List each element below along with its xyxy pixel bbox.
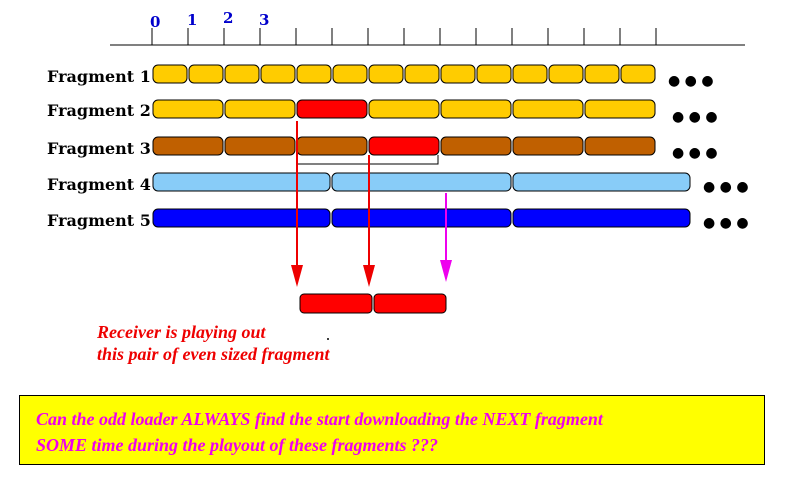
fragment-3-segment-7 [584,136,656,156]
continuation-dots-1: ● ● ● [668,73,714,89]
tick-label-1: 1 [187,11,197,29]
arrow-magenta-head [440,260,452,282]
continuation-dots-4: ● ● ● [703,179,749,195]
fragment-2-segment-5 [440,99,512,119]
continuation-dots-5: ● ● ● [703,215,749,231]
fragment-2-segment-3 [296,99,368,119]
fragment-4-segment-2 [331,172,512,192]
fragment-1-segment-5 [296,64,332,84]
fragment-1-segment-11 [512,64,548,84]
fragment-5-segment-3 [512,208,691,228]
tick-label-3: 3 [259,11,269,29]
fragment-5-segment-2 [331,208,512,228]
fragment-1-segment-4 [260,64,296,84]
fragment-2-segment-2 [224,99,296,119]
fragment-row-3 [152,136,656,156]
timeline: 0 1 2 3 [110,9,745,46]
fragment-label-3: Fragment 3 [47,139,151,158]
playout-pair [299,293,447,314]
fragment-row-5 [152,208,691,228]
fragment-3-segment-2 [224,136,296,156]
fragment-1-segment-10 [476,64,512,84]
fragment-label-4: Fragment 4 [47,175,151,194]
fragment-1-segment-14 [620,64,656,84]
fragment-1-segment-9 [440,64,476,84]
fragment-1-segment-2 [188,64,224,84]
fragment-2-segment-7 [584,99,656,119]
fragment-2-segment-1 [152,99,224,119]
playout-segment-2 [373,293,447,314]
arrow-red-1-head [291,265,303,287]
fragment-row-2 [152,99,656,119]
fragment-4-segment-3 [512,172,691,192]
fragment-row-1 [152,64,656,84]
fragment-5-segment-1 [152,208,331,228]
fragment-3-segment-6 [512,136,584,156]
fragment-1-segment-7 [368,64,404,84]
question-line-2: SOME time during the playout of these fr… [36,435,439,455]
stray-dot [327,338,329,340]
fragment-2-segment-4 [368,99,440,119]
fragment-1-segment-6 [332,64,368,84]
fragment-label-2: Fragment 2 [47,101,151,120]
fragment-3-segment-5 [440,136,512,156]
fragment-3-segment-1 [152,136,224,156]
arrow-red-2-head [363,265,375,287]
arrows [291,121,452,287]
fragment-row-4 [152,172,691,192]
question-line-1: Can the odd loader ALWAYS find the start… [36,409,603,429]
fragment-3-segment-4 [368,136,440,156]
fragment-4-segment-1 [152,172,331,192]
fragment-3-segment-3 [296,136,368,156]
continuation-dots-3: ● ● ● [672,145,718,161]
playout-segment-1 [299,293,373,314]
fragment-2-segment-6 [512,99,584,119]
question-box: Can the odd loader ALWAYS find the start… [19,395,765,465]
fragment-label-1: Fragment 1 [47,67,151,86]
playout-caption-line-1: Receiver is playing out [96,322,266,342]
fragment-1-segment-1 [152,64,188,84]
playout-bracket [296,155,439,165]
fragment-1-segment-12 [548,64,584,84]
fragment-label-5: Fragment 5 [47,211,151,230]
fragment-1-segment-3 [224,64,260,84]
timeline-ticks [151,28,657,45]
fragment-rows [152,64,691,228]
tick-label-2: 2 [223,9,233,27]
fragment-1-segment-8 [404,64,440,84]
continuation-dots-2: ● ● ● [672,109,718,125]
playout-caption-line-2: this pair of even sized fragment [97,344,330,364]
tick-label-0: 0 [150,13,160,31]
fragment-1-segment-13 [584,64,620,84]
